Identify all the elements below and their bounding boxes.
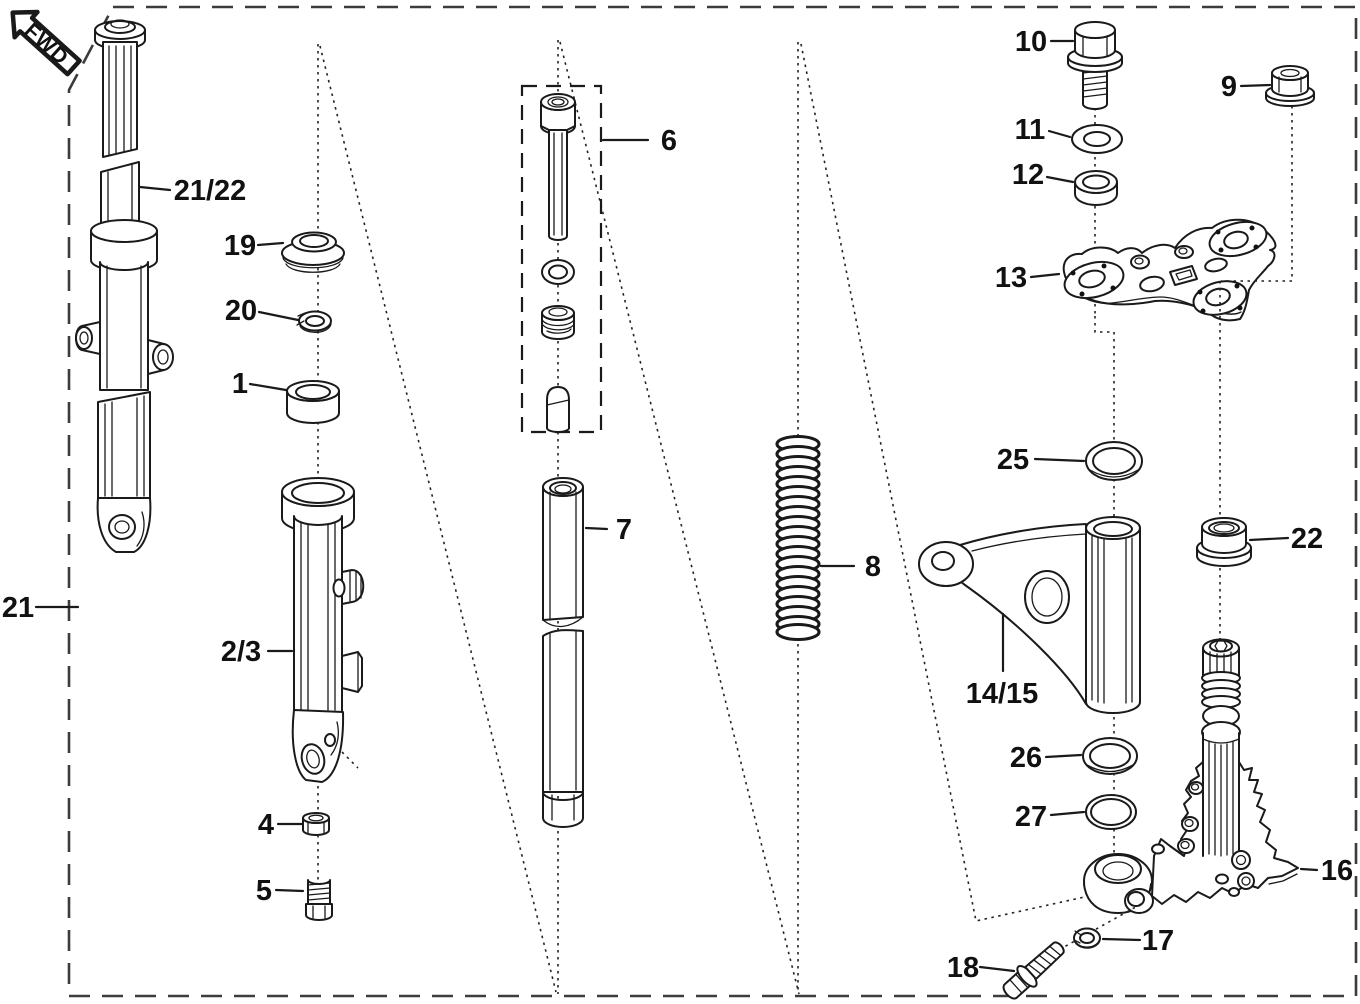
leader-11 [1047, 129, 1072, 139]
part-18-bolt-drawing [1002, 941, 1065, 1000]
callout-12-label: 12 [1012, 159, 1044, 191]
callout-19-label: 19 [224, 230, 256, 262]
part-14-15-stem-bracket-drawing [918, 516, 1141, 714]
callout-5-label: 5 [256, 875, 272, 907]
callout-25-label: 25 [997, 444, 1029, 476]
leader-7 [584, 526, 609, 531]
callout-1-label: 1 [232, 368, 248, 400]
part-27-o-ring-drawing [1085, 794, 1137, 830]
part-7-damper-tube-drawing [542, 477, 584, 828]
part-8-fork-spring-drawing [775, 434, 821, 642]
leader-12 [1045, 175, 1075, 184]
callout-18-label: 18 [947, 952, 979, 984]
leader-26 [1044, 753, 1083, 759]
part-25-seal-ring-drawing [1085, 441, 1143, 481]
leader-1 [248, 382, 288, 392]
assembly-guide-lines [317, 40, 1115, 995]
leader-25 [1033, 457, 1086, 463]
callout-16-label: 16 [1321, 855, 1353, 887]
callout-11-label: 11 [1015, 114, 1046, 146]
part-13-upper-bridge-drawing [1062, 218, 1277, 322]
guide-diagonal-3 [800, 43, 1099, 922]
part-11-washer-drawing [1071, 124, 1123, 154]
leader-20 [257, 310, 300, 322]
callout-2-3-label: 2/3 [221, 636, 261, 668]
part-17-lock-washer-drawing [1073, 927, 1101, 949]
leader-22 [1248, 536, 1290, 542]
callout-9-label: 9 [1221, 71, 1237, 103]
leader-19 [256, 241, 285, 247]
part-6-damper-parts-drawing [540, 93, 576, 433]
callout-14-15-label: 14/15 [966, 678, 1039, 710]
leader-27 [1049, 810, 1086, 817]
callout-7-label: 7 [616, 514, 632, 546]
fwd-arrow-icon: FWD [10, 9, 82, 77]
part-16-lower-bracket-drawing [1083, 732, 1299, 914]
part-12-spacer-drawing [1074, 170, 1118, 206]
leader-13 [1029, 272, 1061, 279]
part-26-dust-seal-drawing [1082, 737, 1138, 775]
axis-line-stem-nut [1221, 106, 1293, 282]
callout-26-label: 26 [1010, 742, 1042, 774]
part-22-bushing-drawing [1196, 517, 1252, 567]
guide-diagonal-1 [319, 45, 557, 993]
callout-22-label: 22 [1291, 523, 1323, 555]
callout-4-label: 4 [258, 809, 274, 841]
leader-9 [1239, 83, 1272, 88]
leader-21-22 [138, 185, 172, 192]
callout-20-label: 20 [225, 295, 257, 327]
axis-line-jog [1094, 316, 1115, 858]
part-1-bushing-drawing [286, 380, 340, 424]
callout-27-label: 27 [1015, 801, 1047, 833]
callouts: 21/22 19 20 1 2/3 4 5 6 7 8 10 11 12 13 … [2, 26, 1353, 984]
part-10-fork-bolt-drawing [1067, 21, 1123, 110]
part-2-3-fork-slider-drawing [281, 477, 365, 783]
leader-17 [1101, 937, 1142, 942]
callout-21-label: 21 [2, 592, 34, 624]
leader-dotted-slider-bolt [341, 751, 359, 769]
part-20-stopper-ring-drawing [296, 310, 332, 334]
callout-17-label: 17 [1142, 925, 1174, 957]
leader-5 [274, 888, 305, 893]
callout-21-22-label: 21/22 [174, 175, 247, 207]
guide-diagonal-2 [559, 41, 800, 995]
diagram-frame-border [67, 5, 1358, 998]
steering-stem-shaft-drawing [1201, 638, 1241, 743]
part-4-nut-drawing [302, 812, 330, 836]
callout-10-label: 10 [1015, 26, 1047, 58]
callout-8-label: 8 [865, 551, 881, 583]
leader-16 [1299, 867, 1319, 872]
part-19-fork-cap-drawing [281, 231, 345, 273]
callout-6-label: 6 [661, 125, 677, 157]
part-5-bolt-drawing [305, 879, 333, 921]
fork-assembly-21-22-drawing [75, 19, 174, 553]
callout-13-label: 13 [995, 262, 1027, 294]
leader-18 [978, 965, 1016, 973]
part-9-flange-nut-drawing [1265, 65, 1315, 107]
